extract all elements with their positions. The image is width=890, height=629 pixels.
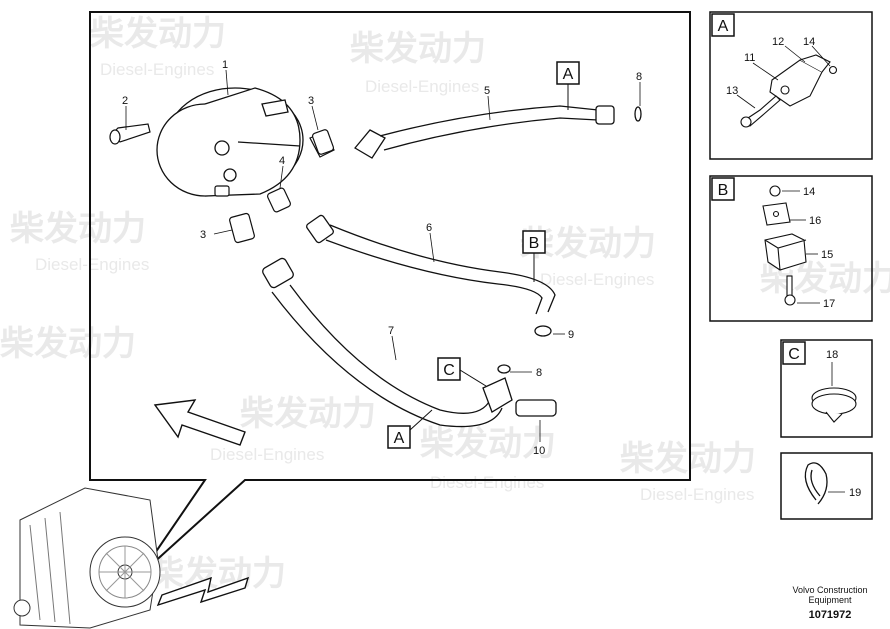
ref-tag-a-bottom: A — [387, 409, 433, 449]
detail-c: C 18 — [780, 339, 873, 438]
part-callouts — [125, 69, 641, 442]
part-label-5: 5 — [484, 85, 490, 97]
svg-text:A: A — [394, 430, 405, 447]
watermark-brand-en: Diesel-Engines — [365, 77, 479, 96]
watermark-brand-en: Diesel-Engines — [540, 270, 654, 289]
tube-5 — [354, 105, 642, 159]
main-view-frame — [89, 11, 691, 576]
ref-tag-b: B — [522, 230, 546, 282]
watermark-brand: 柴发动力 — [0, 325, 136, 363]
detail-b: B 14 16 15 17 — [709, 175, 873, 322]
watermark-brand: 柴发动力 — [240, 395, 376, 433]
watermark-brand-en: Diesel-Engines — [210, 445, 324, 464]
part-label-14: 14 — [803, 186, 815, 198]
ref-tag-c: C — [437, 357, 487, 387]
part-label-14: 14 — [803, 36, 815, 48]
watermark-brand-en: Diesel-Engines — [430, 473, 544, 492]
part-label-10: 10 — [533, 445, 545, 457]
svg-text:B: B — [529, 235, 540, 252]
part-label-1: 1 — [222, 59, 228, 71]
watermark-brand: 柴发动力 — [90, 15, 226, 53]
watermark-brand: 柴发动力 — [620, 440, 756, 478]
part-label-12: 12 — [772, 36, 784, 48]
svg-text:B: B — [718, 182, 729, 199]
footer: Volvo Construction Equipment 1071972 — [792, 585, 867, 621]
tube-7 — [262, 257, 557, 428]
detail-clip: 19 — [780, 452, 873, 520]
watermark-brand: 柴发动力 — [150, 555, 286, 593]
brake-chamber — [156, 87, 304, 197]
machine-sketch — [13, 487, 161, 629]
watermark-brand-en: Diesel-Engines — [640, 485, 754, 504]
part-label-19: 19 — [849, 487, 861, 499]
part-label-4: 4 — [279, 155, 285, 167]
pointer-arrow — [153, 399, 250, 607]
part-label-15: 15 — [821, 249, 833, 261]
maker-line-2: Equipment — [808, 595, 852, 605]
bolt — [109, 123, 151, 145]
part-label-6: 6 — [426, 222, 432, 234]
part-label-16: 16 — [809, 215, 821, 227]
fittings — [214, 129, 335, 244]
svg-text:A: A — [563, 66, 574, 83]
svg-text:C: C — [443, 362, 455, 379]
part-label-11: 11 — [744, 52, 755, 64]
maker-line-1: Volvo Construction — [792, 585, 867, 595]
watermark-brand: 柴发动力 — [350, 30, 486, 68]
part-label-3: 3 — [308, 95, 314, 107]
part-label-3: 3 — [200, 229, 206, 241]
part-label-8: 8 — [536, 367, 542, 379]
watermark-brand-en: Diesel-Engines — [100, 60, 214, 79]
part-label-7: 7 — [388, 325, 394, 337]
svg-text:C: C — [788, 346, 800, 363]
document-number: 1071972 — [809, 609, 852, 621]
tube-6 — [306, 214, 556, 337]
watermark-brand: 柴发动力 — [10, 210, 146, 248]
detail-a: A 11 12 14 13 — [709, 11, 873, 160]
watermark-brand-en: Diesel-Engines — [35, 255, 149, 274]
watermark-brand: 柴发动力 — [420, 425, 556, 463]
ref-tag-a-top: A — [556, 61, 580, 110]
part-numbers: 1 2 3 4 5 8 6 3 7 8 9 10 — [122, 59, 642, 457]
part-label-8: 8 — [636, 71, 642, 83]
part-label-13: 13 — [726, 85, 738, 97]
part-label-18: 18 — [826, 349, 838, 361]
part-label-9: 9 — [568, 329, 574, 341]
part-label-17: 17 — [823, 298, 835, 310]
svg-text:A: A — [718, 18, 729, 35]
part-label-2: 2 — [122, 95, 128, 107]
